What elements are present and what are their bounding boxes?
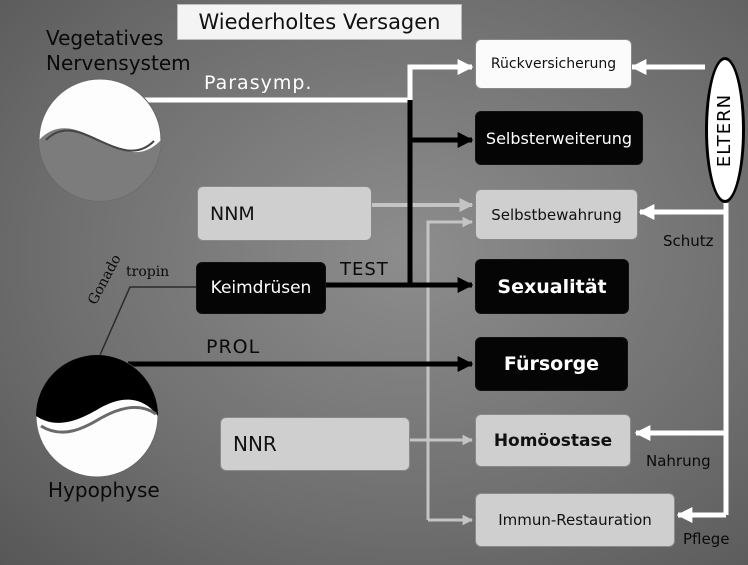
keimdruesen-box: Keimdrüsen bbox=[196, 262, 326, 314]
vegetatives-label-line1: Vegetatives bbox=[46, 26, 164, 50]
homoeostase-box: Homöostase bbox=[475, 414, 631, 467]
hypophyse-yinyang-icon bbox=[35, 354, 159, 478]
parasymp-label: Parasymp. bbox=[204, 72, 313, 94]
selbsterweiterung-box: Selbsterweiterung bbox=[475, 111, 643, 165]
pflege-label: Pflege bbox=[683, 530, 730, 548]
grey-feeder-line bbox=[426, 216, 474, 520]
schutz-label: Schutz bbox=[663, 232, 714, 250]
test-label: TEST bbox=[340, 259, 389, 280]
fuersorge-box: Fürsorge bbox=[475, 337, 628, 391]
immun-restauration-box: Immun-Restauration bbox=[475, 493, 675, 547]
hypophyse-label: Hypophyse bbox=[48, 478, 160, 502]
diagram-title: Wiederholtes Versagen bbox=[177, 4, 462, 40]
gonadotropin-line bbox=[99, 286, 196, 356]
prol-label: PROL bbox=[206, 336, 261, 358]
parasymp-line bbox=[130, 58, 474, 103]
nnm-box: NNM bbox=[197, 186, 372, 241]
rueckversicherung-box: Rückversicherung bbox=[475, 39, 632, 89]
vegetative-yinyang-icon bbox=[38, 78, 162, 202]
eltern-ellipse: ELTERN bbox=[705, 57, 745, 203]
sexualitaet-box: Sexualität bbox=[475, 259, 629, 314]
vegetatives-label-line2: Nervensystem bbox=[46, 51, 191, 75]
tropin-label: tropin bbox=[126, 264, 170, 280]
eltern-label: ELTERN bbox=[714, 93, 736, 167]
nnr-box: NNR bbox=[220, 417, 410, 471]
selbstbewahrung-box: Selbstbewahrung bbox=[475, 189, 638, 240]
nahrung-label: Nahrung bbox=[646, 452, 711, 470]
